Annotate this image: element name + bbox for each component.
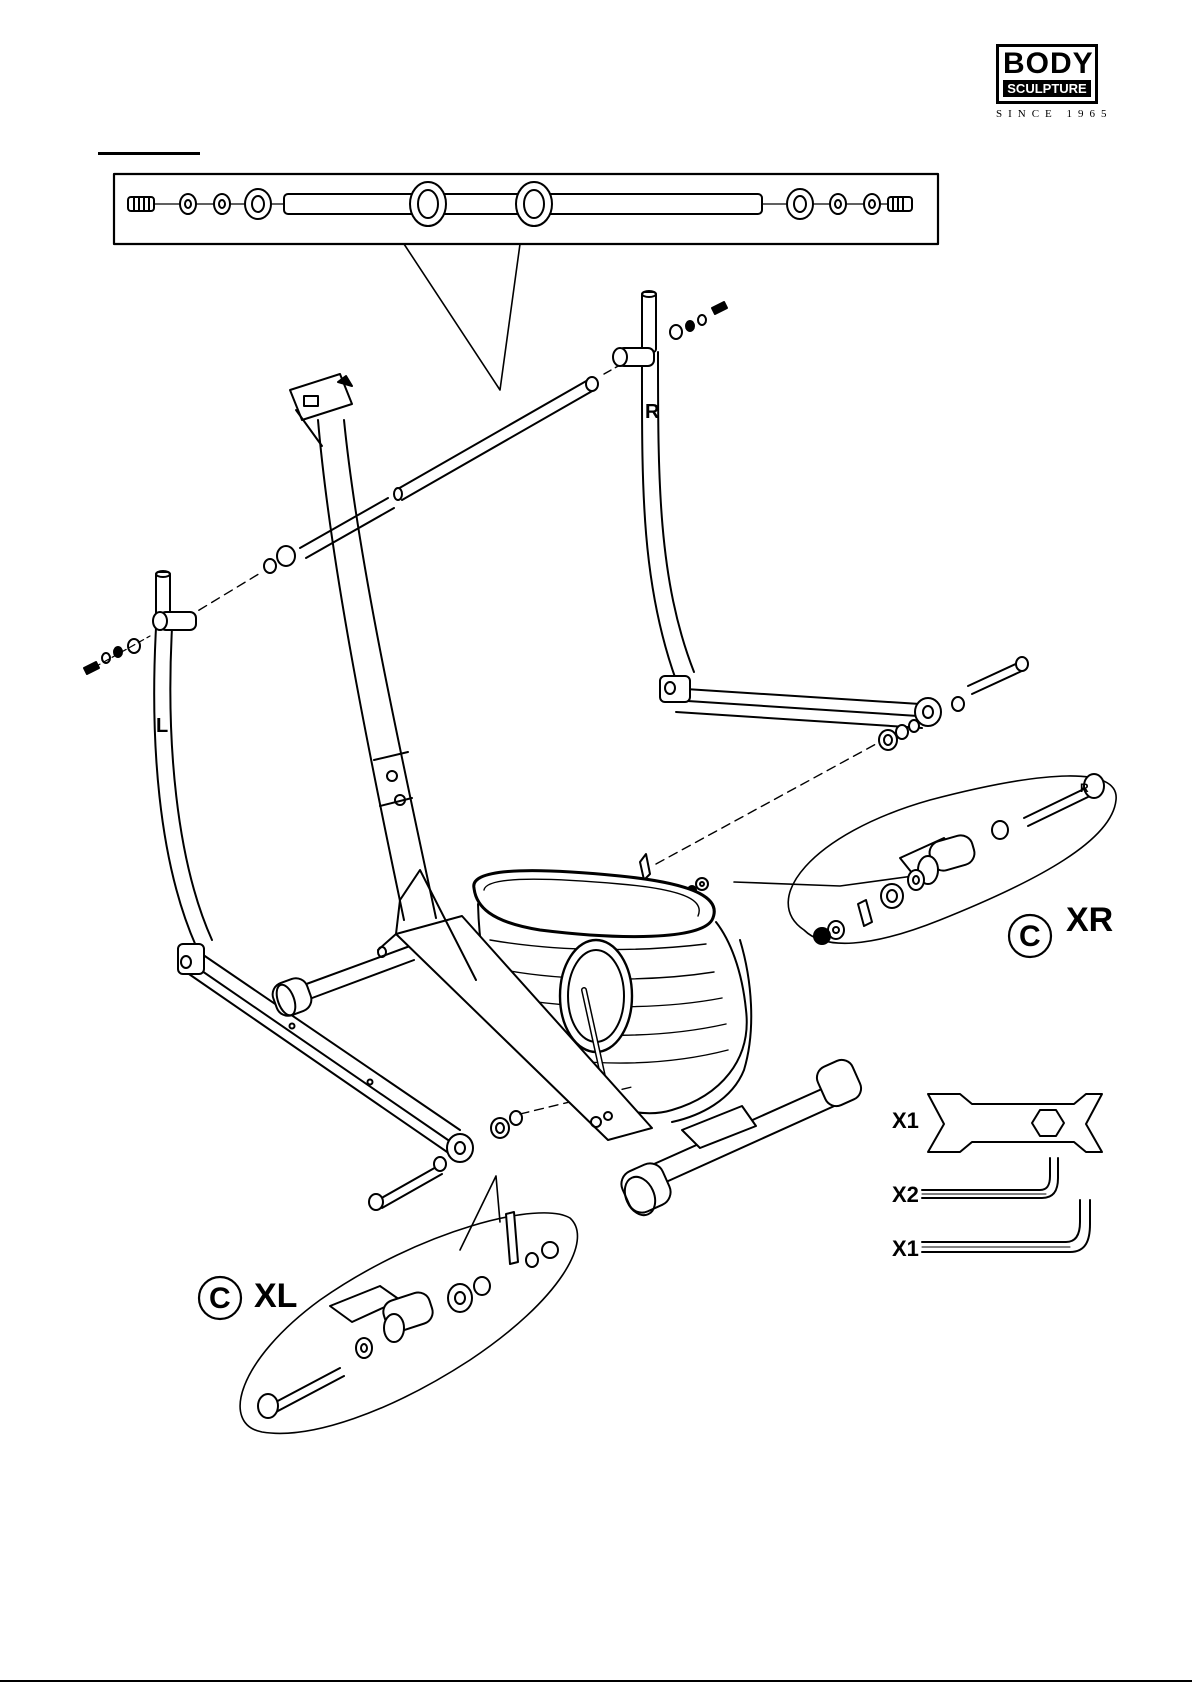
flywheel-housing <box>269 870 865 1220</box>
tool-qty-large-key: X1 <box>892 1236 919 1261</box>
detail-right-code: XR <box>1066 901 1113 939</box>
detail-right-letter: C <box>1019 920 1041 953</box>
detail-left-letter: C <box>209 1282 231 1315</box>
tool-allen-key-large <box>922 1200 1090 1252</box>
main-axle <box>186 356 636 618</box>
detail-left-code: XL <box>254 1277 297 1315</box>
axle-detail-box <box>114 174 938 390</box>
tool-allen-key-small <box>922 1158 1058 1198</box>
page-bottom-rule <box>0 1680 1192 1682</box>
label-left-frame: L <box>156 715 168 737</box>
label-right-frame: R <box>645 401 660 423</box>
label-detail-pin-mark: R <box>1080 781 1089 795</box>
right-arm <box>613 291 1028 894</box>
tool-qty-wrench: X1 <box>892 1108 919 1133</box>
center-upright <box>290 374 436 920</box>
tool-qty-small-key: X2 <box>892 1182 919 1207</box>
tool-wrench <box>928 1094 1102 1152</box>
detail-xr <box>734 774 1116 957</box>
